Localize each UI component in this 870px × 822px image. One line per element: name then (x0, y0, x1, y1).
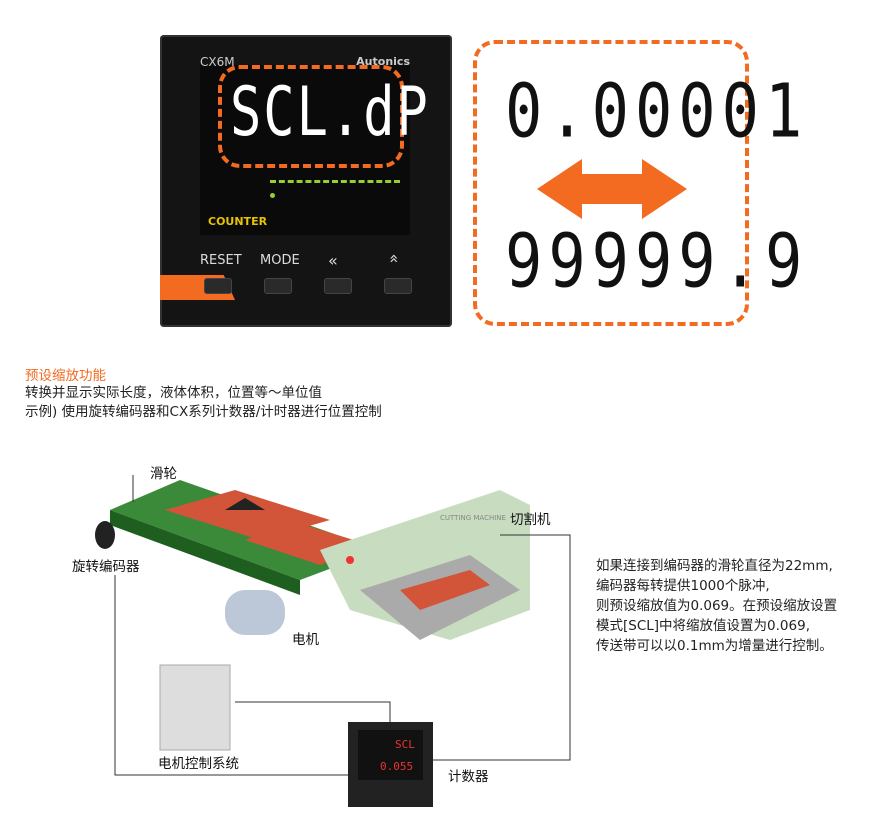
left-label: « (328, 251, 338, 270)
motor (225, 590, 285, 635)
feature-line1: 转换并显示实际长度，液体体积，位置等～单位值 (25, 385, 322, 401)
double-arrow-icon (537, 159, 687, 219)
connection-lines (114, 475, 571, 776)
cutting-machine (320, 490, 530, 640)
reset-button[interactable] (204, 278, 232, 294)
encoder (95, 521, 115, 549)
range-box: 0.00001 99999.9 (473, 40, 802, 326)
note-line: 则预设缩放值为0.069。在预设缩放设置 (596, 598, 838, 614)
diagram: SCL 0.055 CUTTING MACHINE (95, 475, 571, 807)
note-line: 传送带可以以0.1mm为增量进行控制。 (596, 638, 833, 654)
note-line: 模式[SCL]中将缩放值设置为0.069, (596, 618, 810, 634)
highlight-box (218, 65, 404, 168)
up-button[interactable] (384, 278, 412, 294)
counter-unit: SCL 0.055 (348, 722, 433, 807)
label-encoder: 旋转编码器 (72, 559, 140, 575)
counter-bottom: 0.055 (380, 760, 413, 773)
device-screen: CX6M Autonics SCL.dP COUNTER (200, 55, 428, 235)
label-counter: 计数器 (448, 769, 489, 785)
led-dot (270, 193, 275, 198)
reset-label: RESET (200, 253, 242, 268)
cutter-sign: CUTTING MACHINE (440, 514, 506, 522)
led-bar (270, 180, 400, 183)
counter-device: CX6M Autonics SCL.dP COUNTER RESET MODE … (160, 35, 452, 327)
example-note: 如果连接到编码器的滑轮直径为22mm, 编码器每转提供1000个脉冲, 则预设缩… (596, 556, 837, 656)
lcd-display: SCL.dP (230, 74, 430, 152)
counter-top: SCL (395, 738, 415, 751)
label-motor: 电机 (292, 632, 319, 648)
control-cabinet (159, 664, 231, 751)
label-motor-control: 电机控制系统 (158, 756, 239, 772)
mode-label: COUNTER (208, 215, 268, 228)
label-pulley: 滑轮 (150, 466, 177, 482)
feature-line2: 示例) 使用旋转编码器和CX系列计数器/计时器进行位置控制 (25, 404, 382, 420)
mode-btn-label: MODE (260, 253, 300, 268)
conveyor (110, 480, 380, 595)
up-label: » (383, 253, 403, 264)
range-max: 99999.9 (505, 216, 809, 305)
model-label: CX6M (200, 55, 235, 69)
feature-title: 预设缩放功能 (25, 368, 106, 384)
shift-button[interactable] (324, 278, 352, 294)
note-line: 编码器每转提供1000个脉冲, (596, 578, 770, 594)
note-line: 如果连接到编码器的滑轮直径为22mm, (596, 558, 833, 574)
mode-button[interactable] (264, 278, 292, 294)
range-min: 0.00001 (505, 66, 809, 155)
label-cutter: 切割机 (510, 512, 551, 528)
brand-label: Autonics (356, 55, 410, 68)
